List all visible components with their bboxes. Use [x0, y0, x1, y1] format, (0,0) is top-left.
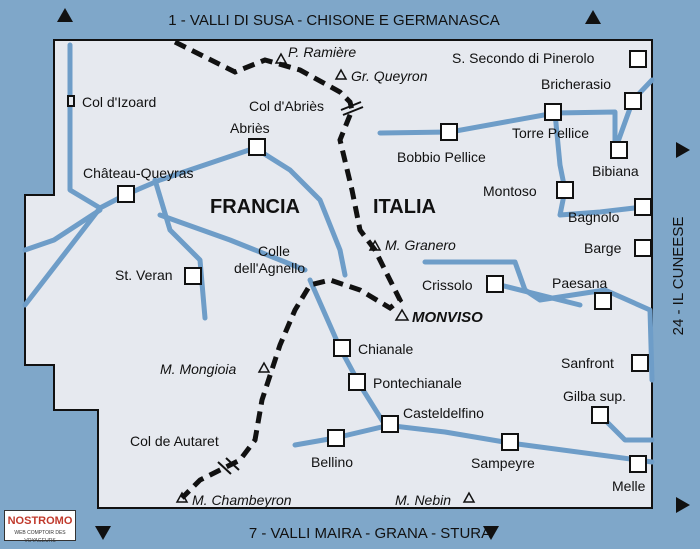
label-crissolo: Crissolo [422, 277, 473, 293]
bobbio-pellice-town-icon [440, 123, 458, 141]
sanfront-town-icon [631, 354, 649, 372]
arrow-right-bottom-icon [676, 497, 690, 513]
header-top: 1 - VALLI DI SUSA - CHISONE E GERMANASCA [168, 12, 499, 29]
nostromo-logo: NOSTROMO WEB COMPTOIR DES VOYAGEURS [4, 510, 76, 544]
autaret-pass-marker [217, 457, 240, 475]
river-po [422, 259, 655, 383]
label-bellino: Bellino [311, 454, 353, 470]
torre-pellice-town-icon [544, 103, 562, 121]
label-bricherasio: Bricherasio [541, 76, 611, 92]
label-colle: Colle [258, 243, 290, 259]
label-sanfront: Sanfront [561, 355, 614, 371]
label-melle: Melle [612, 478, 646, 494]
river-izoard [67, 42, 103, 211]
izoard-marker [67, 95, 75, 107]
label-col-izoard: Col d'Izoard [82, 94, 156, 110]
country-italy: ITALIA [373, 196, 436, 218]
label-paesana: Paesana [552, 275, 607, 291]
label-s-secondo: S. Secondo di Pinerolo [452, 50, 595, 66]
arrow-down-left-icon [95, 526, 111, 540]
river-aigue [157, 212, 308, 273]
mongioia-peak-icon [257, 361, 271, 373]
montoso-town-icon [556, 181, 574, 199]
bellino-town-icon [327, 429, 345, 447]
label-barge: Barge [584, 240, 622, 256]
peaks [175, 52, 476, 503]
pass-markers [67, 95, 364, 475]
border-line [173, 39, 404, 500]
barge-town-icon [634, 239, 652, 257]
arrow-up-right-icon [585, 10, 601, 24]
country-france: FRANCIA [210, 196, 300, 218]
label-gilba: Gilba sup. [563, 388, 626, 404]
nebin-peak-icon [462, 491, 476, 503]
bricherasio-town-icon [624, 92, 642, 110]
monviso-peak-icon [394, 308, 410, 321]
label-granero: M. Granero [385, 237, 456, 253]
direction-arrows [57, 8, 690, 540]
label-bobbio-pellice: Bobbio Pellice [397, 149, 486, 165]
river-luserna [552, 110, 646, 218]
label-casteldelfino: Casteldelfino [403, 405, 484, 421]
crissolo-town-icon [486, 275, 504, 293]
melle-town-icon [629, 455, 647, 473]
logo-name: NOSTROMO [7, 515, 73, 527]
label-mongioia: M. Mongioia [160, 361, 236, 377]
queyron-peak-icon [334, 68, 348, 80]
paesana-town-icon [594, 292, 612, 310]
label-col-autaret: Col de Autaret [130, 433, 219, 449]
header-bottom: 7 - VALLI MAIRA - GRANA - STURA [249, 525, 491, 542]
label-chateau-queyras: Château-Queyras [83, 165, 194, 181]
st-veran-town-icon [184, 267, 202, 285]
label-chianale: Chianale [358, 341, 413, 357]
logo-tagline: WEB COMPTOIR DES VOYAGEURS [14, 530, 66, 544]
chambeyron-peak-icon [175, 491, 189, 503]
sampeyre-town-icon [501, 433, 519, 451]
label-chambeyron: M. Chambeyron [192, 492, 292, 508]
casteldelfino-town-icon [381, 415, 399, 433]
label-col-abries: Col d'Abriès [249, 98, 324, 114]
label-abries: Abriès [230, 120, 270, 136]
arrow-down-right-icon [483, 526, 499, 540]
label-bibiana: Bibiana [592, 163, 639, 179]
chianale-town-icon [333, 339, 351, 357]
ramiere-peak-icon [274, 52, 288, 64]
abries-pass-marker [340, 101, 364, 116]
river-side [22, 207, 103, 253]
label-st-veran: St. Veran [115, 267, 173, 283]
label-pontechianale: Pontechianale [373, 375, 462, 391]
bagnolo-town-icon [634, 198, 652, 216]
arrow-up-left-icon [57, 8, 73, 22]
bibiana-town-icon [610, 141, 628, 159]
label-nebin: M. Nebin [395, 492, 451, 508]
label-queyron: Gr. Queyron [351, 68, 428, 84]
river-po-2 [497, 282, 583, 308]
abries-town-icon [248, 138, 266, 156]
header-right: 24 - IL CUNEESE [670, 217, 687, 336]
towns [117, 50, 652, 473]
river-veran [152, 177, 208, 321]
label-monviso: MONVISO [412, 309, 483, 326]
label-ramiere: P. Ramière [288, 44, 356, 60]
s-secondo-town-icon [629, 50, 647, 68]
label-torre-pellice: Torre Pellice [512, 125, 589, 141]
granero-peak-icon [368, 239, 382, 251]
chateau-queyras-town-icon [117, 185, 135, 203]
label-bagnolo: Bagnolo [568, 209, 620, 225]
pontechianale-town-icon [348, 373, 366, 391]
gilba-town-icon [591, 406, 609, 424]
label-agnello: dell'Agnello [234, 260, 305, 276]
label-sampeyre: Sampeyre [471, 455, 535, 471]
arrow-right-top-icon [676, 142, 690, 158]
label-montoso: Montoso [483, 183, 537, 199]
